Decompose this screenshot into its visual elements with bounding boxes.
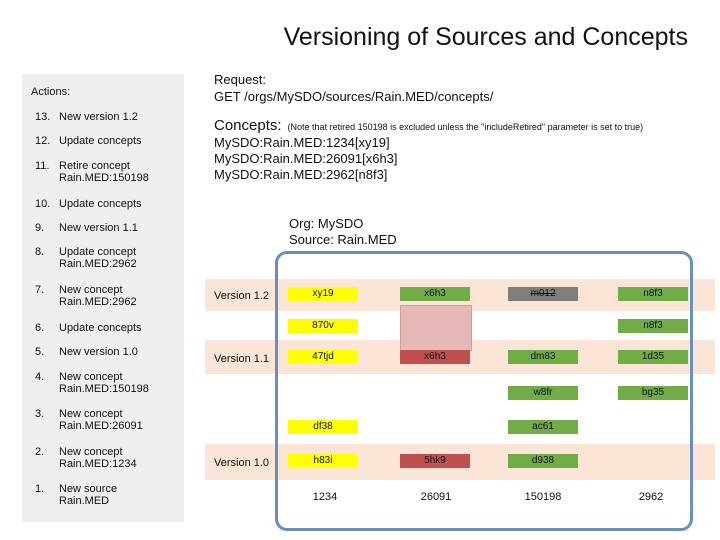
- chip-ac61: ac61: [508, 420, 578, 434]
- chip-870v: 870v: [288, 319, 358, 333]
- action-number: 8.: [35, 246, 45, 258]
- version-label-1-2: Version 1.2: [214, 290, 270, 302]
- chip-n8f3-v12: n8f3: [618, 287, 688, 301]
- concept-result: MySDO:Rain.MED:1234[xy19]: [214, 135, 390, 150]
- concept-result: MySDO:Rain.MED:26091[x6h3]: [214, 151, 398, 166]
- org-label: Org: MySDO: [289, 216, 364, 231]
- request-url: GET /orgs/MySDO/sources/Rain.MED/concept…: [214, 89, 494, 104]
- action-number: 12.: [35, 135, 51, 147]
- column-label: 2962: [638, 491, 664, 503]
- actions-heading: Actions:: [31, 86, 71, 98]
- chip-bg35: bg35: [618, 386, 688, 400]
- concepts-heading-line: Concepts: (Note that retired 150198 is ex…: [214, 117, 643, 136]
- action-number: 13.: [35, 111, 51, 123]
- action-text: Update concepts: [59, 322, 142, 334]
- source-outline: [275, 251, 693, 531]
- chip-n8f3-2: n8f3: [618, 319, 688, 333]
- column-label: 1234: [312, 491, 338, 503]
- version-label-1-0: Version 1.0: [214, 457, 270, 469]
- column-label: 26091: [420, 491, 452, 503]
- chip-dm83: dm83: [508, 350, 578, 364]
- chip-x6h3-v12: x6h3: [400, 287, 470, 301]
- chip-x6h3-v11: x6h3: [400, 350, 470, 364]
- concept-result: MySDO:Rain.MED:2962[n8f3]: [214, 167, 388, 182]
- actions-panel: [22, 74, 184, 522]
- action-number: 6.: [35, 322, 45, 334]
- chip-5hk9: 5hk9: [400, 454, 470, 468]
- action-text: Update concepts: [59, 198, 142, 210]
- chip-d938: d938: [508, 454, 578, 468]
- chip-m012-retired: m012: [508, 287, 578, 301]
- action-number: 10.: [35, 198, 51, 210]
- action-number: 5.: [35, 346, 45, 358]
- action-number: 2.: [35, 446, 45, 458]
- chip-w8fr: w8fr: [508, 386, 578, 400]
- page-title: Versioning of Sources and Concepts: [283, 23, 688, 51]
- source-label: Source: Rain.MED: [289, 232, 397, 247]
- action-text: New version 1.1: [59, 222, 138, 234]
- version-label-1-1: Version 1.1: [214, 353, 270, 365]
- retired-concept-highlight: [400, 305, 472, 351]
- action-number: 4.: [35, 371, 45, 383]
- action-text: New version 1.2: [59, 111, 138, 123]
- chip-df38: df38: [288, 420, 358, 434]
- chip-1d35: 1d35: [618, 350, 688, 364]
- concepts-note: (Note that retired 150198 is excluded un…: [287, 122, 644, 132]
- action-number: 7.: [35, 284, 45, 296]
- column-label: 150198: [524, 491, 562, 503]
- action-text: Update concepts: [59, 135, 142, 147]
- action-number: 9.: [35, 222, 45, 234]
- action-text: New version 1.0: [59, 346, 138, 358]
- action-number: 1.: [35, 483, 45, 495]
- chip-xy19: xy19: [288, 287, 358, 301]
- action-number: 11.: [35, 160, 50, 172]
- request-label: Request:: [214, 72, 267, 87]
- chip-h83i: h83i: [288, 454, 358, 468]
- action-number: 3.: [35, 408, 45, 420]
- chip-47tjd: 47tjd: [288, 350, 358, 364]
- concepts-heading: Concepts:: [214, 117, 282, 134]
